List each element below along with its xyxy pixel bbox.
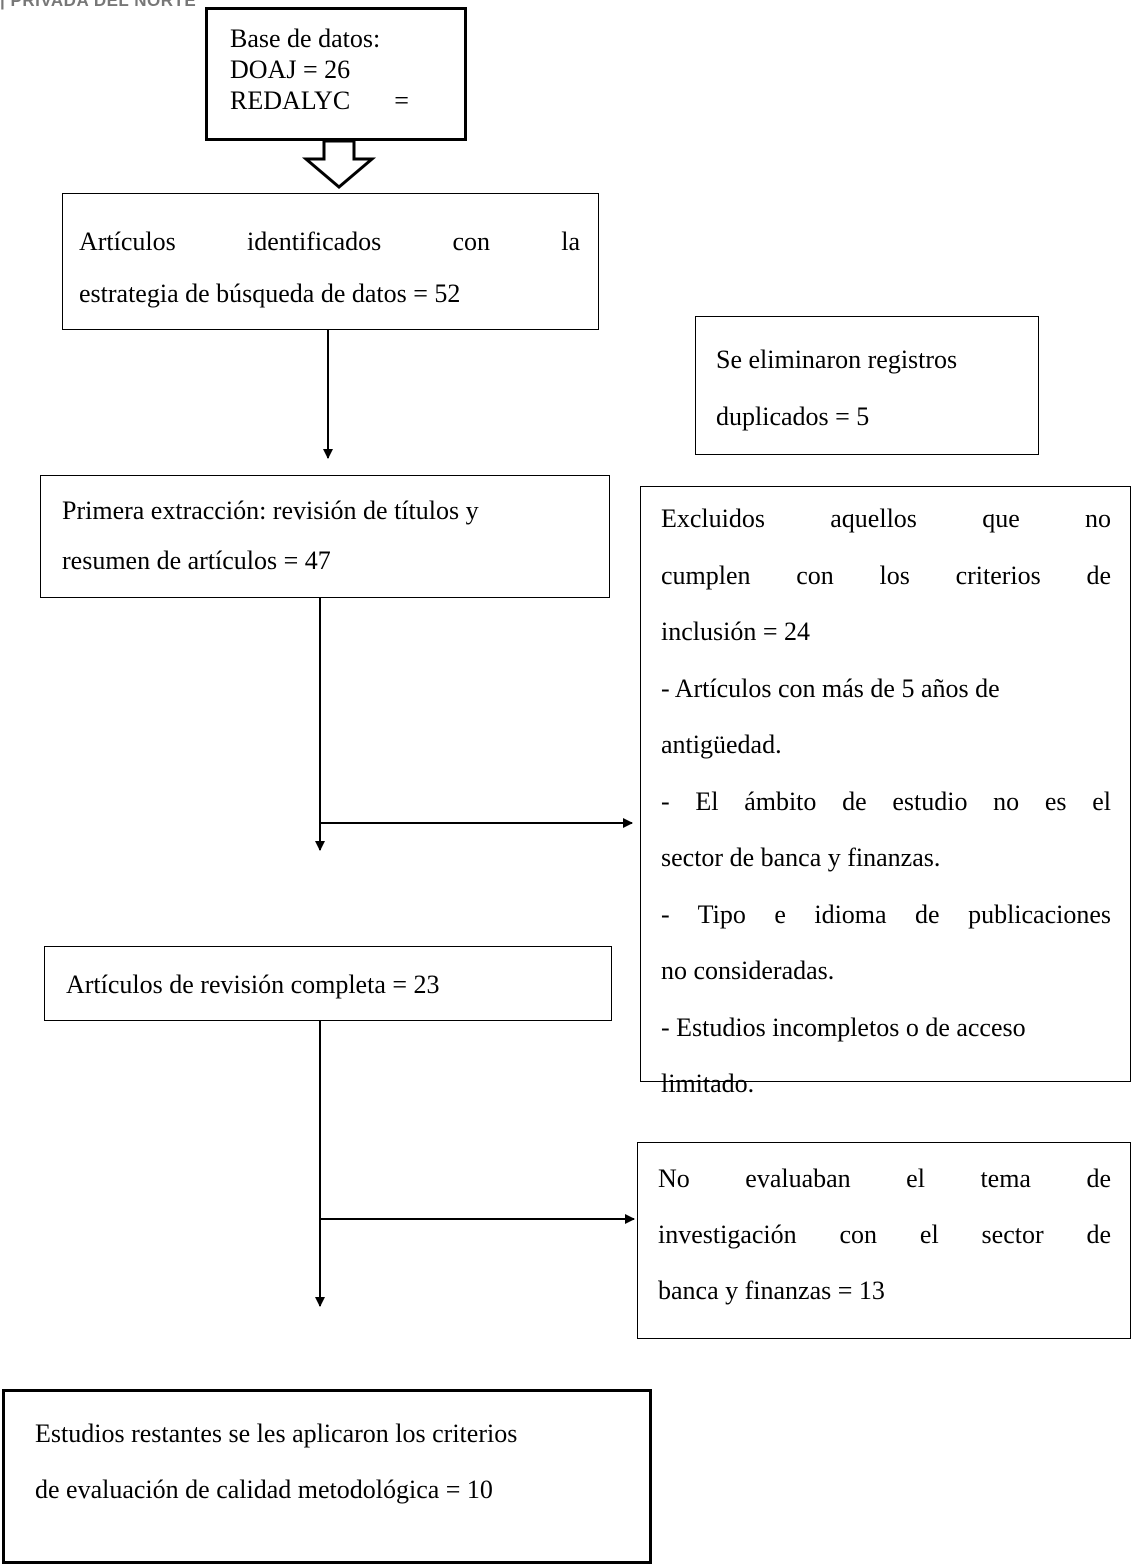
duplicates-box: Se eliminaron registros duplicados = 5 <box>695 316 1039 455</box>
first-extraction-line1: Primera extracción: revisión de títulos … <box>62 496 479 525</box>
excluded-item3-b: no consideradas. <box>661 956 835 985</box>
duplicates-line2: duplicados = 5 <box>716 402 870 431</box>
excluded-item1-b: antigüedad. <box>661 730 782 759</box>
database-redalyc: REDALYC= <box>230 86 409 115</box>
remaining-line1: Estudios restantes se les aplicaron los … <box>35 1419 518 1448</box>
excluded-item4-b: limitado. <box>661 1069 755 1098</box>
excluded-item2-b: sector de banca y finanzas. <box>661 843 941 872</box>
full-review-text: Artículos de revisión completa = 23 <box>66 970 440 999</box>
identified-line2: estrategia de búsqueda de datos = 52 <box>79 279 461 308</box>
not-evaluated-line3: banca y finanzas = 13 <box>658 1276 885 1305</box>
identified-articles-box: Artículos identificados con la estrategi… <box>62 193 599 330</box>
first-extraction-line2: resumen de artículos = 47 <box>62 546 331 575</box>
excluded-line2: cumplen con los criterios de <box>661 560 1112 590</box>
identified-line1: Artículos identificados con la <box>79 227 581 256</box>
block-arrow-down-icon <box>301 139 377 189</box>
not-evaluated-line2: investigación con el sector de <box>658 1220 1112 1249</box>
remaining-line2: de evaluación de calidad metodológica = … <box>35 1475 493 1504</box>
not-evaluated-box: No evaluaban el tema de investigación co… <box>637 1142 1131 1339</box>
full-review-box: Artículos de revisión completa = 23 <box>44 946 612 1021</box>
database-doaj: DOAJ = 26 <box>230 55 351 84</box>
excluded-item1-a: - Artículos con más de 5 años de <box>661 673 1000 703</box>
excluded-item2-a: - El ámbito de estudio no es el <box>661 786 1112 816</box>
excluded-line3: inclusión = 24 <box>661 617 810 646</box>
database-title: Base de datos: <box>230 24 381 53</box>
institution-header: | PRIVADA DEL NORTE <box>0 0 197 10</box>
excluded-line1: Excluidos aquellos que no <box>661 504 1111 533</box>
not-evaluated-line1: No evaluaban el tema de <box>658 1164 1112 1193</box>
first-extraction-box: Primera extracción: revisión de títulos … <box>40 475 610 598</box>
duplicates-line1: Se eliminaron registros <box>716 345 958 374</box>
excluded-item3-a: - Tipo e idioma de publicaciones <box>661 899 1112 929</box>
excluded-item4-a: - Estudios incompletos o de acceso <box>661 1012 1026 1042</box>
remaining-studies-box: Estudios restantes se les aplicaron los … <box>2 1389 652 1564</box>
database-box: Base de datos: DOAJ = 26 REDALYC= <box>205 7 467 141</box>
excluded-box: Excluidos aquellos que no cumplen con lo… <box>640 486 1131 1098</box>
